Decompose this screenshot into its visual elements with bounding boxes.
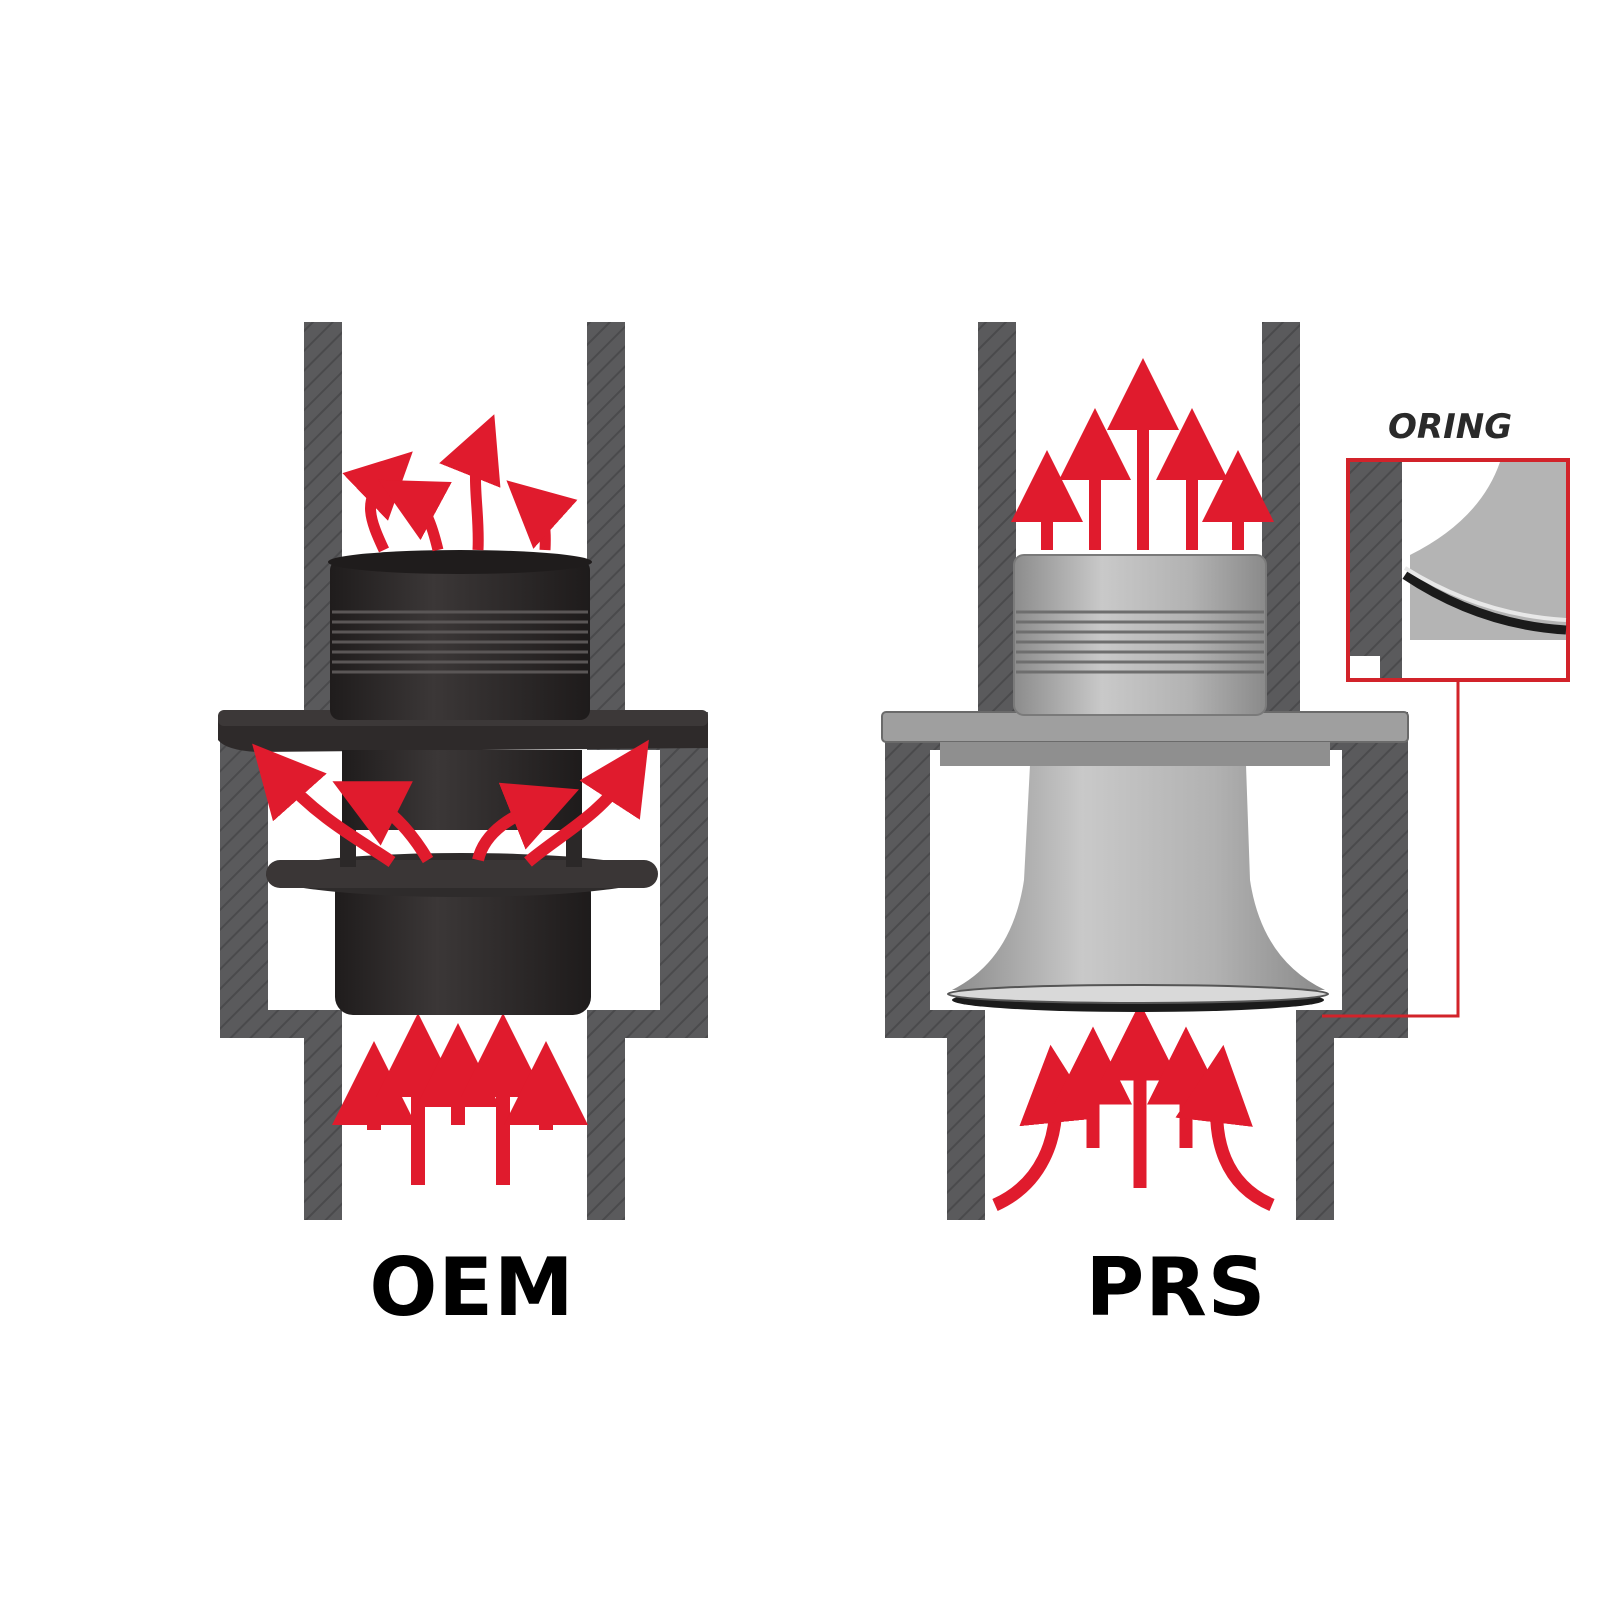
oem-inflow-arrows [332, 1013, 588, 1185]
oem-housing-walls [220, 322, 708, 1220]
oem-caption: OEM [369, 1241, 575, 1334]
oem-outflow-arrows [342, 414, 578, 553]
prs-caption: PRS [1085, 1241, 1267, 1334]
prs-outflow-arrows [1011, 358, 1274, 550]
oring-callout-label: ORING [1388, 407, 1513, 447]
prs-valve-body [881, 554, 1409, 1012]
prs-diagram [881, 322, 1570, 1220]
oem-turbulent-arrows [252, 739, 649, 867]
oem-valve-body [218, 550, 708, 1015]
prs-inflow-arrows [992, 1002, 1275, 1211]
oem-diagram [218, 322, 708, 1220]
oring-callout [1322, 458, 1570, 1018]
